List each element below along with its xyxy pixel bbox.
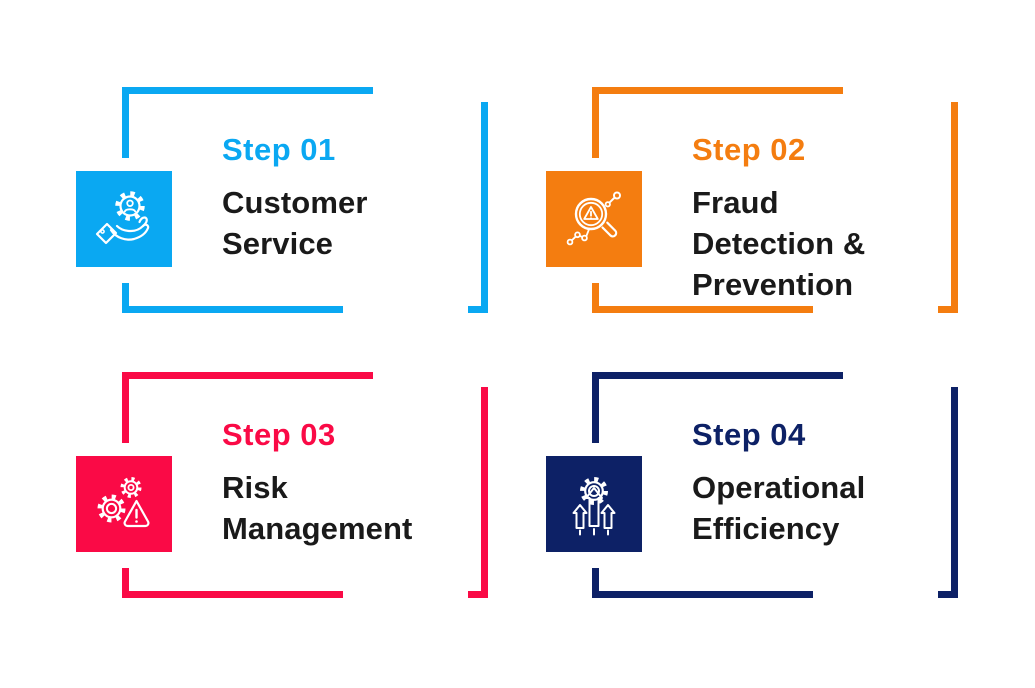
gear-up-arrows-icon [572,477,616,536]
step-title: Customer Service [222,182,368,264]
step-icon-tile [546,171,642,267]
frame-right-line [951,387,958,598]
step-title: Risk Management [222,467,412,549]
step-icon-tile [76,171,172,267]
frame-left-lower-line [122,568,129,598]
frame-left-upper-line [122,87,129,158]
hand-holding-gear-user-icon [95,191,150,245]
frame-right-bottom-nub [938,306,958,313]
step-panel-04: Step 04 Operational Efficiency [470,285,990,615]
frame-right-bottom-nub [468,591,488,598]
step-label: Step 02 [692,132,806,167]
frame-bottom-line [122,591,343,598]
frame-top-line [122,87,373,94]
step-title: Fraud Detection & Prevention [692,182,865,305]
gears-warning-icon [97,477,150,528]
magnifier-warning-network-icon [566,191,621,246]
frame-left-upper-line [592,87,599,158]
step-title-line: Risk [222,470,288,505]
frame-top-line [122,372,373,379]
frame-bottom-line [592,306,813,313]
frame-bottom-line [592,591,813,598]
step-label: Step 04 [692,417,806,452]
step-panel-01: Step 01 Customer Service [0,0,520,330]
step-title-line: Operational [692,470,866,505]
frame-left-upper-line [592,372,599,443]
step-title-line: Service [222,226,334,261]
step-title-line: Customer [222,185,368,220]
frame-left-lower-line [592,568,599,598]
frame-bottom-line [122,306,343,313]
frame-left-lower-line [122,283,129,313]
step-icon-tile [76,456,172,552]
frame-top-line [592,87,843,94]
frame-right-bottom-nub [938,591,958,598]
frame-top-line [592,372,843,379]
frame-right-bottom-nub [468,306,488,313]
step-title-line: Efficiency [692,511,840,546]
step-label: Step 01 [222,132,336,167]
step-title-line: Fraud [692,185,779,220]
step-title: Operational Efficiency [692,467,865,549]
step-panel-02: Step 02 Fraud Detection & Prevention [470,0,990,330]
frame-right-line [481,102,488,313]
step-panel-03: Step 03 Risk Management [0,285,520,615]
step-label: Step 03 [222,417,336,452]
frame-left-lower-line [592,283,599,313]
step-title-line: Management [222,511,413,546]
frame-left-upper-line [122,372,129,443]
step-title-line: Detection & [692,226,866,261]
frame-right-line [951,102,958,313]
step-icon-tile [546,456,642,552]
step-title-line: Prevention [692,267,854,302]
frame-right-line [481,387,488,598]
